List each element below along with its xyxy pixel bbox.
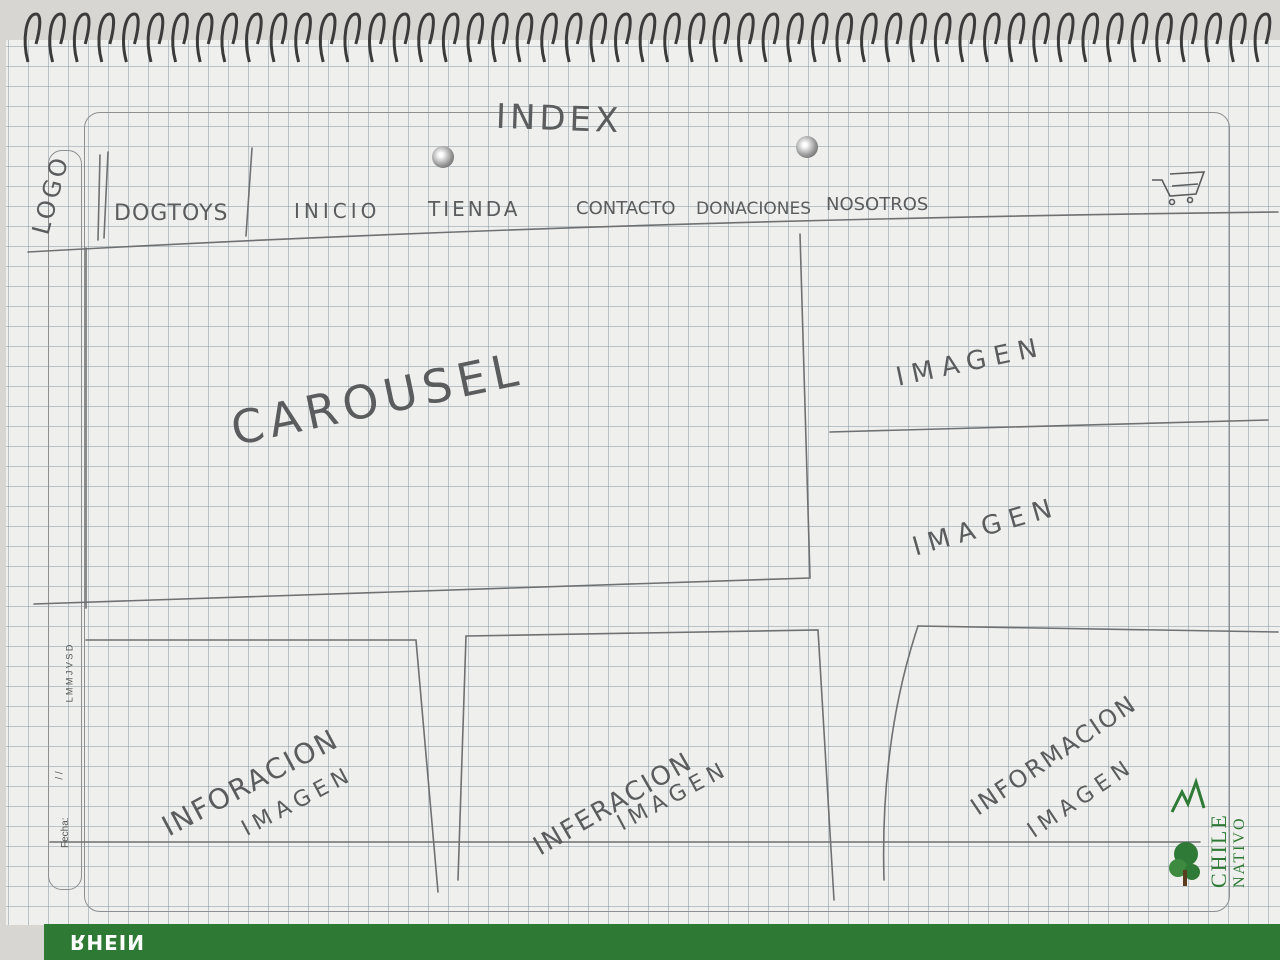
- side-image-top-label: IMAGEN: [893, 332, 1047, 393]
- punch-hole-left: [432, 146, 454, 168]
- spiral-ring: [835, 12, 854, 63]
- spiral-ring: [318, 12, 337, 63]
- spiral-ring: [860, 12, 878, 63]
- spiral-ring: [48, 12, 66, 63]
- spiral-ring: [589, 12, 608, 63]
- brand-logo: RHEIN: [70, 930, 145, 954]
- spiral-ring: [1007, 12, 1026, 63]
- side-image-bottom-label: IMAGEN: [909, 492, 1063, 563]
- header-bottom-line: [27, 211, 1279, 253]
- spiral-ring: [810, 12, 829, 63]
- weekday-letters: L M M J V S D: [64, 644, 75, 703]
- side-image-divider: [829, 419, 1269, 433]
- spiral-ring: [933, 12, 952, 63]
- header-left-divider-2: [103, 151, 109, 239]
- carousel-box: [33, 233, 811, 605]
- spiral-ring: [983, 12, 1001, 63]
- spiral-ring: [441, 12, 460, 63]
- nav-item-tienda: TIENDA: [427, 197, 520, 221]
- tree-icon: [1169, 777, 1206, 886]
- spiral-ring: [491, 12, 509, 63]
- site-name: DOGTOYS: [114, 201, 228, 226]
- spiral-ring: [663, 12, 681, 63]
- spiral-ring: [1081, 12, 1100, 63]
- spiral-ring: [1179, 12, 1198, 63]
- spiral-ring: [343, 12, 362, 63]
- spiral-ring: [146, 12, 165, 63]
- notebook-page: [6, 40, 1280, 925]
- date-margin-strip: [48, 150, 82, 890]
- spiral-ring: [1106, 12, 1124, 63]
- nav-item-contacto: CONTACTO: [576, 198, 676, 219]
- spiral-ring: [761, 12, 780, 63]
- spiral-ring: [392, 12, 411, 63]
- spiral-ring: [97, 12, 116, 63]
- brand-footer-band: [44, 924, 1280, 960]
- spiral-ring: [1204, 12, 1223, 63]
- spiral-ring: [1056, 12, 1075, 63]
- spiral-ring: [564, 12, 583, 63]
- shopping-cart-icon: [1152, 171, 1206, 206]
- carousel-label: CAROUSEL: [226, 341, 528, 456]
- date-label: Fecha:: [60, 817, 71, 848]
- spiral-ring: [294, 12, 312, 63]
- sheet-title: INDEX: [495, 97, 623, 141]
- spiral-ring: [712, 12, 731, 63]
- spiral-ring: [368, 12, 386, 63]
- stamp-word-nativo: NATIVO: [1231, 816, 1248, 888]
- spiral-ring: [638, 12, 657, 63]
- spiral-ring: [1253, 12, 1272, 63]
- spiral-ring: [614, 12, 632, 63]
- logo-placeholder: LOGO: [27, 152, 75, 237]
- spiral-ring: [786, 12, 804, 63]
- chile-nativo-stamp: CHILE NATIVO: [1169, 777, 1248, 888]
- page-frame: [84, 112, 1230, 912]
- header-brand-divider: [245, 147, 253, 237]
- spiral-ring: [540, 12, 558, 63]
- nav-item-donaciones: DONACIONES: [696, 199, 811, 219]
- spiral-ring: [23, 12, 42, 63]
- spiral-ring: [687, 12, 706, 63]
- spiral-ring: [269, 12, 288, 63]
- spiral-ring: [466, 12, 485, 63]
- spiral-ring: [1229, 12, 1247, 63]
- spiral-ring: [195, 12, 214, 63]
- spiral-ring: [122, 12, 140, 63]
- spiral-ring: [909, 12, 927, 63]
- card-two-outline: [465, 629, 835, 901]
- spiral-ring: [737, 12, 755, 63]
- spiral-ring: [171, 12, 189, 63]
- stamp-word-chile: CHILE: [1206, 813, 1231, 888]
- date-separators: / /: [54, 771, 66, 780]
- spiral-ring: [245, 12, 263, 63]
- spiral-ring: [958, 12, 977, 63]
- spiral-ring: [72, 12, 91, 63]
- spiral-ring: [1155, 12, 1173, 63]
- nav-item-nosotros: NOSOTROS: [826, 194, 928, 215]
- card-three-left: [882, 625, 919, 881]
- header-left-divider: [97, 154, 101, 241]
- spiral-ring: [220, 12, 239, 63]
- card-three-top: [917, 625, 1279, 633]
- spiral-ring: [515, 12, 534, 63]
- spiral-ring: [1032, 12, 1050, 63]
- spiral-binding: [23, 12, 1272, 63]
- card-two-left: [457, 635, 467, 881]
- punch-hole-right: [796, 136, 818, 158]
- nav-item-inicio: INICIO: [294, 199, 380, 223]
- spiral-ring: [417, 12, 435, 63]
- spiral-ring: [884, 12, 903, 63]
- spiral-ring: [1130, 12, 1149, 63]
- card-one-outline: [85, 639, 439, 893]
